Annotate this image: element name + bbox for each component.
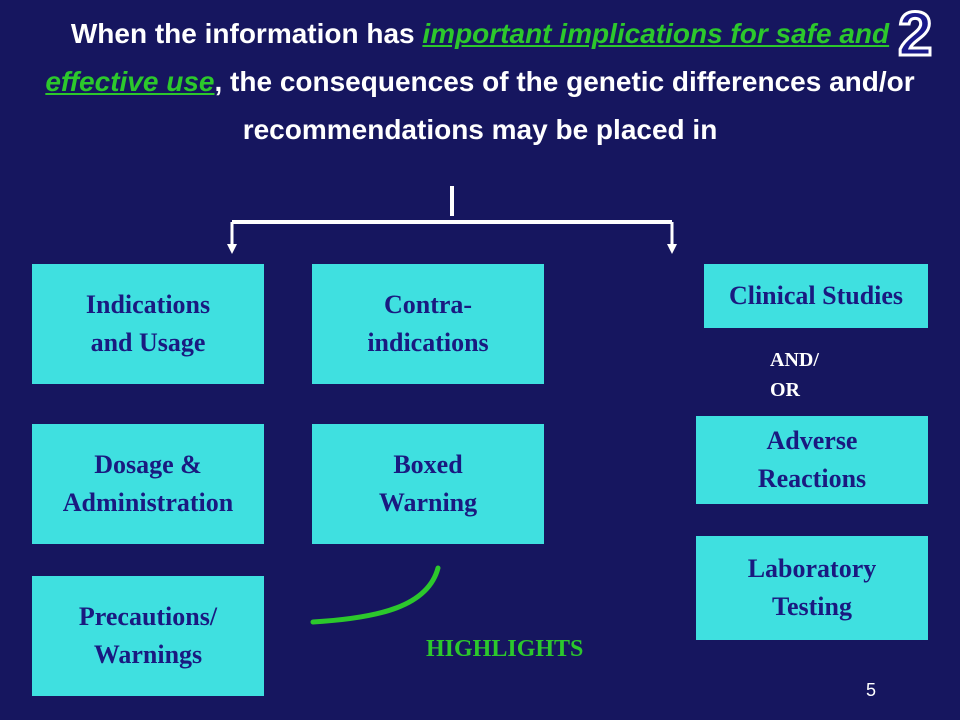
box-indications-and-usage: Indications and Usage	[32, 264, 264, 384]
slide-title: When the information has important impli…	[20, 10, 940, 154]
arrow-left-head	[227, 244, 237, 254]
section-number-badge: 2	[896, 0, 934, 69]
and-or-label: AND/ OR	[770, 349, 819, 401]
highlights-label: HIGHLIGHTS	[426, 636, 584, 662]
box-dosage-administration: Dosage & Administration	[32, 424, 264, 544]
box-laboratory-testing-label: Laboratory Testing	[747, 554, 877, 621]
box-precautions-label: Precautions/ Warnings	[78, 602, 218, 669]
box-laboratory-testing: Laboratory Testing	[696, 536, 928, 640]
box-boxed-warning-label: Boxed Warning	[378, 450, 478, 517]
page-number: 5	[866, 680, 877, 700]
box-indications-label: Indications and Usage	[85, 290, 211, 357]
title-part-1: When the information has	[70, 18, 423, 49]
box-precautions-warnings: Precautions/ Warnings	[32, 576, 264, 696]
box-boxed-warning: Boxed Warning	[312, 424, 544, 544]
box-adverse-reactions-label: Adverse Reactions	[757, 426, 867, 493]
title-part-2: , the consequences of the genetic differ…	[214, 66, 915, 145]
box-clinical-studies: Clinical Studies	[704, 264, 928, 328]
box-dosage-label: Dosage & Administration	[62, 450, 234, 517]
arrow-right-head	[667, 244, 677, 254]
box-contraindications-label: Contra- indications	[367, 290, 489, 357]
box-adverse-reactions: Adverse Reactions	[696, 416, 928, 504]
box-clinical-studies-label: Clinical Studies	[728, 281, 904, 310]
box-contraindications: Contra- indications	[312, 264, 544, 384]
title-highlight: important implications for safe and effe…	[45, 18, 890, 97]
highlights-curve	[310, 565, 441, 625]
